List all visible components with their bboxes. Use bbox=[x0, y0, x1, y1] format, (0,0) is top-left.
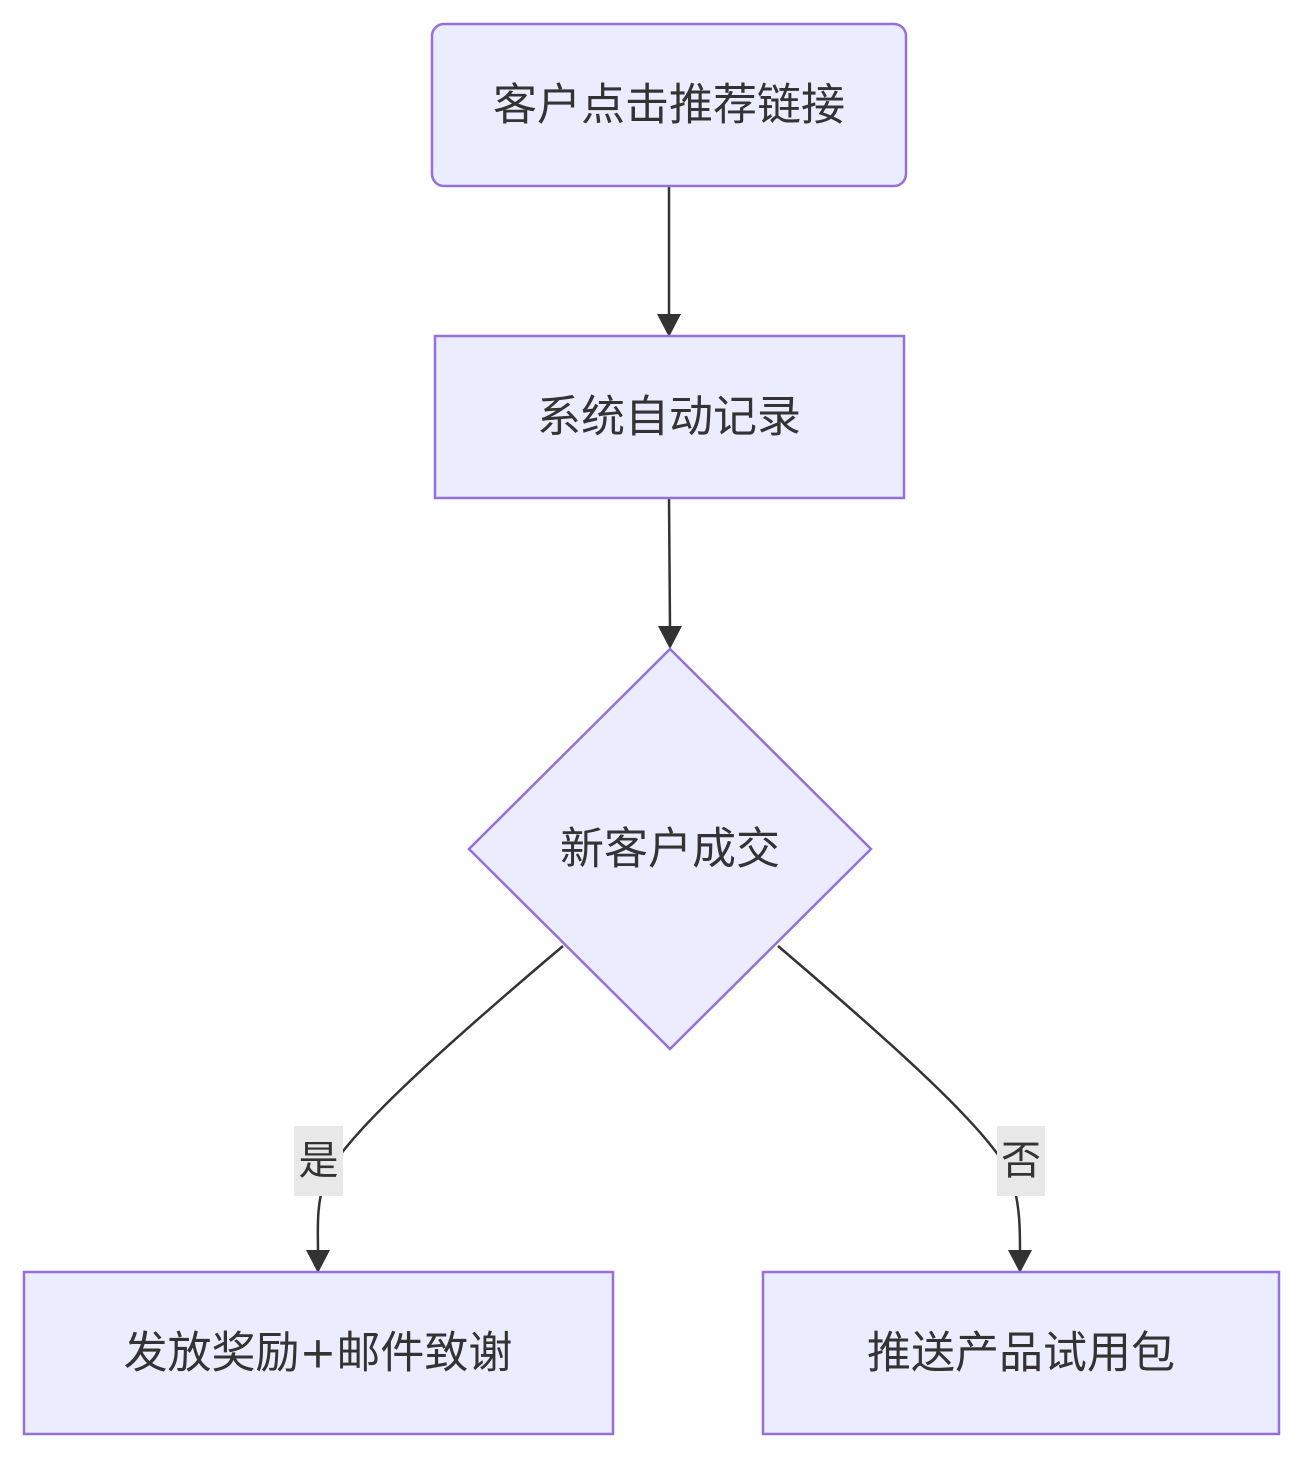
node-start-label: 客户点击推荐链接 bbox=[493, 80, 845, 131]
edge-label-yes: 是 bbox=[294, 1126, 343, 1196]
edge-label-yes-text: 是 bbox=[299, 1138, 339, 1184]
edge-label-no-text: 否 bbox=[1001, 1138, 1041, 1184]
edge-decision-to-trial bbox=[777, 945, 1022, 1253]
node-decision-label: 新客户成交 bbox=[560, 824, 780, 875]
arrowhead-decision bbox=[658, 626, 682, 649]
node-trial: 推送产品试用包 bbox=[761, 1270, 1281, 1436]
node-trial-label: 推送产品试用包 bbox=[867, 1328, 1175, 1379]
node-reward-label: 发放奖励+邮件致谢 bbox=[124, 1328, 513, 1379]
arrowhead-reward bbox=[306, 1250, 330, 1273]
edge-decision-to-reward bbox=[316, 945, 564, 1253]
node-reward: 发放奖励+邮件致谢 bbox=[22, 1270, 615, 1436]
node-record-label: 系统自动记录 bbox=[537, 392, 801, 443]
node-start: 客户点击推荐链接 bbox=[430, 22, 908, 188]
edge-label-no: 否 bbox=[997, 1126, 1045, 1196]
arrowhead-trial bbox=[1008, 1250, 1032, 1273]
arrowhead-record bbox=[657, 314, 681, 337]
edge-record-to-decision bbox=[667, 497, 672, 629]
node-decision: 新客户成交 bbox=[467, 647, 873, 1051]
edges bbox=[306, 187, 1032, 1273]
node-record: 系统自动记录 bbox=[433, 334, 906, 500]
